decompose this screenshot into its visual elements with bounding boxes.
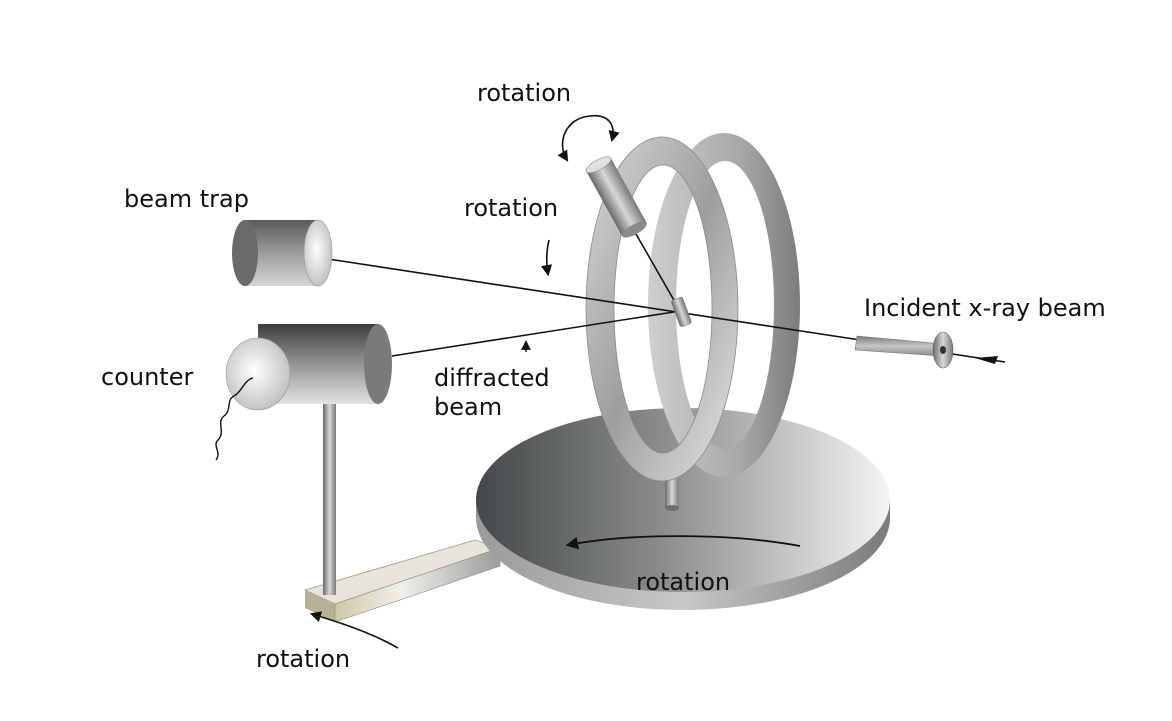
- rotation-arrows: [309, 115, 801, 649]
- rotation-arrow-base: [565, 535, 801, 550]
- ring-support-post: [665, 478, 679, 508]
- incident-beam-arrowhead: [975, 356, 998, 364]
- rotation-arrow-top: [557, 115, 620, 162]
- label-rotation-arm: rotation: [256, 645, 350, 673]
- rotating-platform: [476, 408, 890, 610]
- rotation-arrow-goniometer: [541, 239, 553, 277]
- label-incident-beam: Incident x-ray beam: [864, 294, 1106, 322]
- rotation-arrow-arm: [309, 611, 399, 649]
- counter-detector: [225, 324, 392, 411]
- counter-stand-post: [323, 400, 336, 595]
- rotating-arm: [303, 539, 502, 623]
- xray-collimator: [854, 331, 954, 369]
- label-counter: counter: [101, 363, 193, 391]
- label-rotation-top: rotation: [477, 79, 571, 107]
- sample-holder-line: [635, 233, 680, 310]
- label-rotation-goniometer: rotation: [464, 194, 558, 222]
- goniometer-ring: [585, 133, 800, 482]
- label-rotation-base: rotation: [636, 568, 730, 596]
- beam-trap: [232, 219, 333, 287]
- label-beam-trap: beam trap: [124, 185, 249, 213]
- counter-cable: [215, 377, 254, 461]
- sample-crystal: [671, 296, 692, 327]
- label-diffracted-beam: beam: [434, 393, 502, 421]
- label-diffracted: diffracted: [434, 364, 550, 392]
- diffracted-beam-line: [391, 310, 681, 357]
